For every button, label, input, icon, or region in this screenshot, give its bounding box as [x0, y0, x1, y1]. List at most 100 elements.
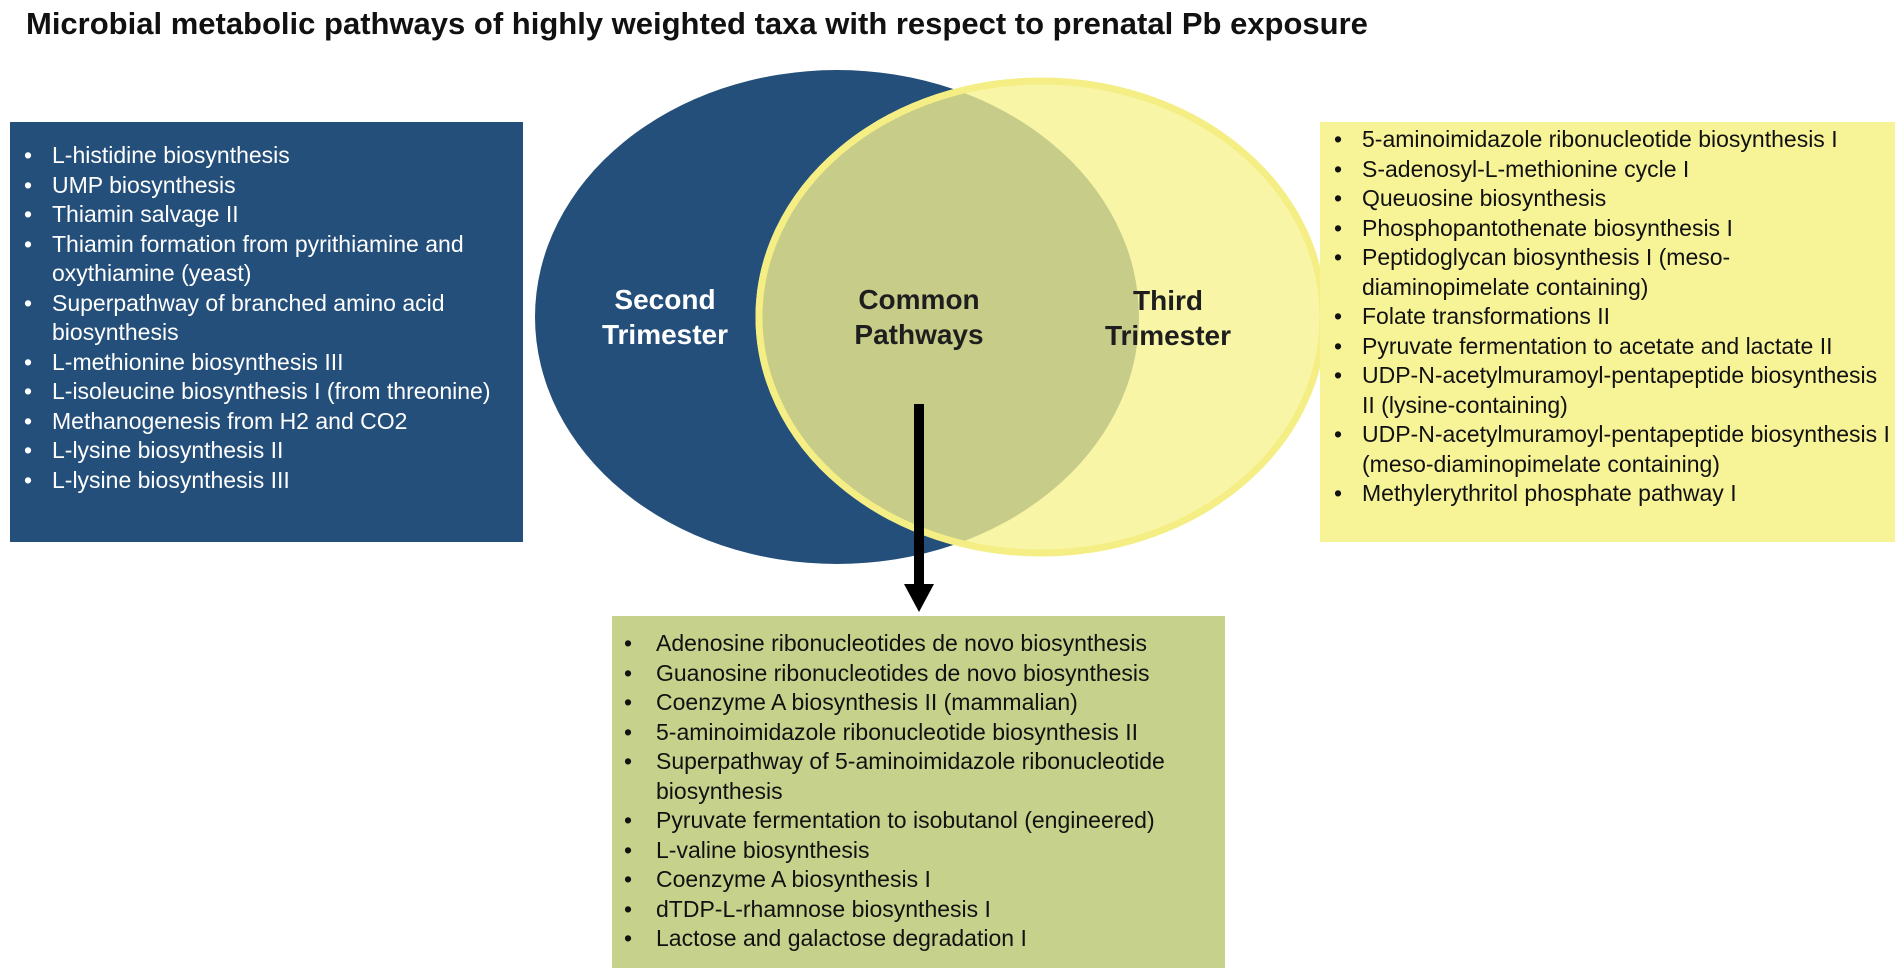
pathway-item: • 5-aminoimidazole ribonucleotide biosynt…: [612, 718, 1221, 748]
bullet-icon: •: [624, 895, 633, 922]
arrow-shaft: [914, 404, 924, 588]
pathway-item: • Lactose and galactose degradation I: [612, 924, 1221, 954]
pathway-item: • L-histidine biosynthesis: [10, 141, 511, 171]
pathway-label: Superpathway of branched amino acid bios…: [52, 289, 445, 346]
common-pathways-box: • Adenosine ribonucleotides de novo biosy…: [612, 616, 1225, 968]
pathway-item: • Pyruvate fermentation to isobutanol (en…: [612, 806, 1221, 836]
bullet-icon: •: [24, 407, 33, 434]
bullet-icon: •: [624, 630, 633, 656]
pathway-label: UDP-N-acetylmuramoyl-pentapeptide biosyn…: [1362, 362, 1878, 418]
bullet-icon: •: [1334, 303, 1343, 329]
pathway-label: Pyruvate fermentation to acetate and lac…: [1362, 332, 1833, 359]
bullet-icon: •: [1334, 185, 1343, 211]
pathway-item: • Queuosine biosynthesis: [1320, 184, 1891, 214]
bullet-icon: •: [24, 437, 33, 463]
pathway-label: L-histidine biosynthesis: [52, 142, 290, 168]
pathway-label: L-valine biosynthesis: [656, 836, 870, 863]
second-trimester-label-line-1: Second: [614, 284, 716, 315]
pathway-item: • Guanosine ribonucleotides de novo biosy…: [612, 659, 1221, 689]
pathway-item: •Peptidoglycan biosynthesis I (meso-diam…: [1320, 243, 1891, 302]
pathway-label: Methanogenesis from H2 and CO2: [52, 407, 408, 434]
pathway-label: 5-aminoimidazole ribonucleotide biosynth…: [1362, 126, 1838, 152]
bullet-icon: •: [24, 466, 33, 493]
bullet-icon: •: [624, 718, 633, 745]
pathway-item: • Adenosine ribonucleotides de novo biosy…: [612, 629, 1221, 659]
pathway-item: • L-valine biosynthesis: [612, 836, 1221, 866]
pathway-item: • Coenzyme A biosynthesis I: [612, 865, 1221, 895]
pathway-label: Coenzyme A biosynthesis I: [656, 866, 931, 892]
bullet-icon: •: [24, 171, 33, 198]
bullet-icon: •: [624, 836, 633, 863]
common-pathways-list: • Adenosine ribonucleotides de novo biosy…: [612, 629, 1221, 954]
pathway-item: • Coenzyme A biosynthesis II (mammalian): [612, 688, 1221, 718]
pathway-label: dTDP-L-rhamnose biosynthesis I: [656, 895, 991, 922]
second-trimester-list: • L-histidine biosynthesis • UMP biosynthes…: [10, 141, 511, 495]
pathway-item: • Methylerythritol phosphate pathway I: [1320, 479, 1891, 509]
third-trimester-label-line-1: Third: [1133, 285, 1203, 316]
pathway-item: • Superpathway of 5-aminoimidazole ribonu…: [612, 747, 1221, 806]
pathway-label: UMP biosynthesis: [52, 171, 236, 198]
bullet-icon: •: [1334, 421, 1343, 447]
pathway-label: Methylerythritol phosphate pathway I: [1362, 480, 1737, 506]
bullet-icon: •: [1334, 332, 1343, 359]
third-trimester-label: Third Trimester: [1058, 283, 1278, 353]
pathway-label: UDP-N-acetylmuramoyl-pentapeptide biosyn…: [1362, 421, 1890, 477]
bullet-icon: •: [624, 659, 633, 686]
pathway-item: • 5-aminoimidazole ribonucleotide biosynt…: [1320, 125, 1891, 155]
bullet-icon: •: [1334, 480, 1343, 506]
bullet-icon: •: [24, 201, 33, 227]
pathway-item: • L-lysine biosynthesis II: [10, 436, 511, 466]
pathway-label: Adenosine ribonucleotides de novo biosyn…: [656, 630, 1147, 656]
bullet-icon: •: [24, 348, 33, 375]
pathway-item: • L-isoleucine biosynthesis I (from threo…: [10, 377, 511, 407]
pathway-label: Phosphopantothenate biosynthesis I: [1362, 214, 1733, 241]
pathway-item: • Thiamin salvage II: [10, 200, 511, 230]
common-pathways-label: Common Pathways: [809, 282, 1029, 352]
pathway-label: Lactose and galactose degradation I: [656, 925, 1027, 951]
pathway-label: Thiamin formation from pyrithiamine and …: [52, 230, 464, 287]
pathway-item: • UDP-N-acetylmuramoyl-pentapeptide biosy…: [1320, 420, 1891, 479]
third-trimester-box: • 5-aminoimidazole ribonucleotide biosynt…: [1320, 122, 1895, 542]
pathway-label: L-isoleucine biosynthesis I (from threon…: [52, 378, 491, 404]
pathway-label: Superpathway of 5-aminoimidazole ribonuc…: [656, 748, 1165, 804]
bullet-icon: •: [24, 230, 33, 257]
third-trimester-label-line-2: Trimester: [1104, 320, 1232, 351]
bullet-icon: •: [24, 142, 33, 168]
pathway-label: Queuosine biosynthesis: [1362, 185, 1607, 211]
overlap-region: [759, 81, 1139, 553]
pathway-item: • S-adenosyl-L-methionine cycle I: [1320, 155, 1891, 185]
common-pathways-label-line-1: Common: [858, 284, 980, 315]
pathway-label: Thiamin salvage II: [52, 201, 239, 227]
pathway-item: • UDP-N-acetylmuramoyl-pentapeptide biosy…: [1320, 361, 1891, 420]
pathway-label: L-lysine biosynthesis III: [52, 466, 290, 493]
second-trimester-label-line-2: Trimester: [601, 319, 729, 350]
bullet-icon: •: [1334, 362, 1343, 388]
pathway-label: L-lysine biosynthesis II: [52, 437, 284, 463]
pathway-label: Pyruvate fermentation to isobutanol (eng…: [656, 807, 1155, 833]
bullet-icon: •: [624, 748, 633, 774]
pathway-item: •Phosphopantothenate biosynthesis I: [1320, 214, 1891, 244]
bullet-icon: •: [624, 689, 633, 715]
second-trimester-box: • L-histidine biosynthesis • UMP biosynthes…: [10, 122, 523, 542]
bullet-icon: •: [624, 866, 633, 892]
pathway-item: •L-methionine biosynthesis III: [10, 348, 511, 378]
figure-title: Microbial metabolic pathways of highly w…: [26, 6, 1368, 41]
bullet-icon: •: [1334, 126, 1343, 152]
pathway-label: Guanosine ribonucleotides de novo biosyn…: [656, 659, 1150, 686]
bullet-icon: •: [1334, 155, 1343, 182]
pathway-item: • Pyruvate fermentation to acetate and la…: [1320, 332, 1891, 362]
second-trimester-label: Second Trimester: [555, 282, 775, 352]
pathway-item: • Thiamin formation from pyrithiamine and…: [10, 230, 511, 289]
bullet-icon: •: [24, 378, 33, 404]
pathway-label: 5-aminoimidazole ribonucleotide biosynth…: [656, 718, 1138, 745]
pathway-item: • Methanogenesis from H2 and CO2: [10, 407, 511, 437]
pathway-label: Coenzyme A biosynthesis II (mammalian): [656, 689, 1078, 715]
bullet-icon: •: [624, 925, 633, 951]
bullet-icon: •: [1334, 244, 1343, 270]
pathway-item: • Superpathway of branched amino acid bio…: [10, 289, 511, 348]
pathway-label: S-adenosyl-L-methionine cycle I: [1362, 155, 1690, 182]
bullet-icon: •: [624, 807, 633, 833]
arrow-head: [904, 584, 934, 612]
bullet-icon: •: [24, 289, 33, 316]
